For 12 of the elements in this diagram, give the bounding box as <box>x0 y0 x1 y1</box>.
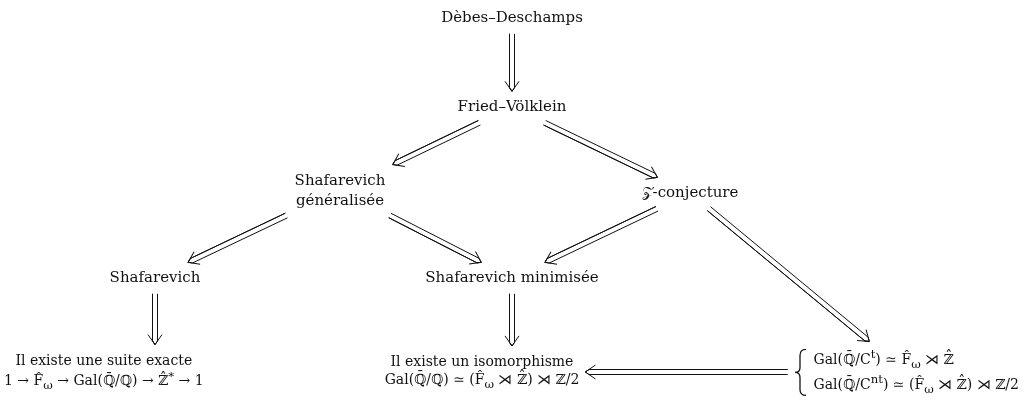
node-text: Shafarevich généralisée <box>293 170 387 210</box>
node-text: 𝒵-conjecture <box>641 183 739 203</box>
node-text: Shafarevich minimisée <box>425 268 599 288</box>
node-text: Gal(ℚ̄/ℚ) ≃ (F̂$_{ω}$ ⋊ ℤ̂) ⋊ ℤ/2 <box>384 370 580 393</box>
node-text: 1 → F̂$_{ω}$ → Gal(ℚ̄/ℚ) → ℤ̂$^{*}$ → 1 <box>4 368 204 394</box>
node-text: Il existe une suite exacte <box>15 350 193 369</box>
node-text: Shafarevich <box>109 268 201 288</box>
node-text: Dèbes–Deschamps <box>441 8 583 28</box>
node-text: Fried–Völklein <box>457 97 567 117</box>
node-text: Gal(ℚ̄/C$^{t}$) ≃ F̂$_{ω}$ ⋊ ℤ̂ <box>813 347 954 372</box>
node-text: Gal(ℚ̄/C$^{nt}$) ≃ (F̂$_{ω}$ ⋊ ℤ̂) ⋊ ℤ/2 <box>813 372 1019 397</box>
node-text: Il existe un isomorphisme <box>390 351 574 370</box>
